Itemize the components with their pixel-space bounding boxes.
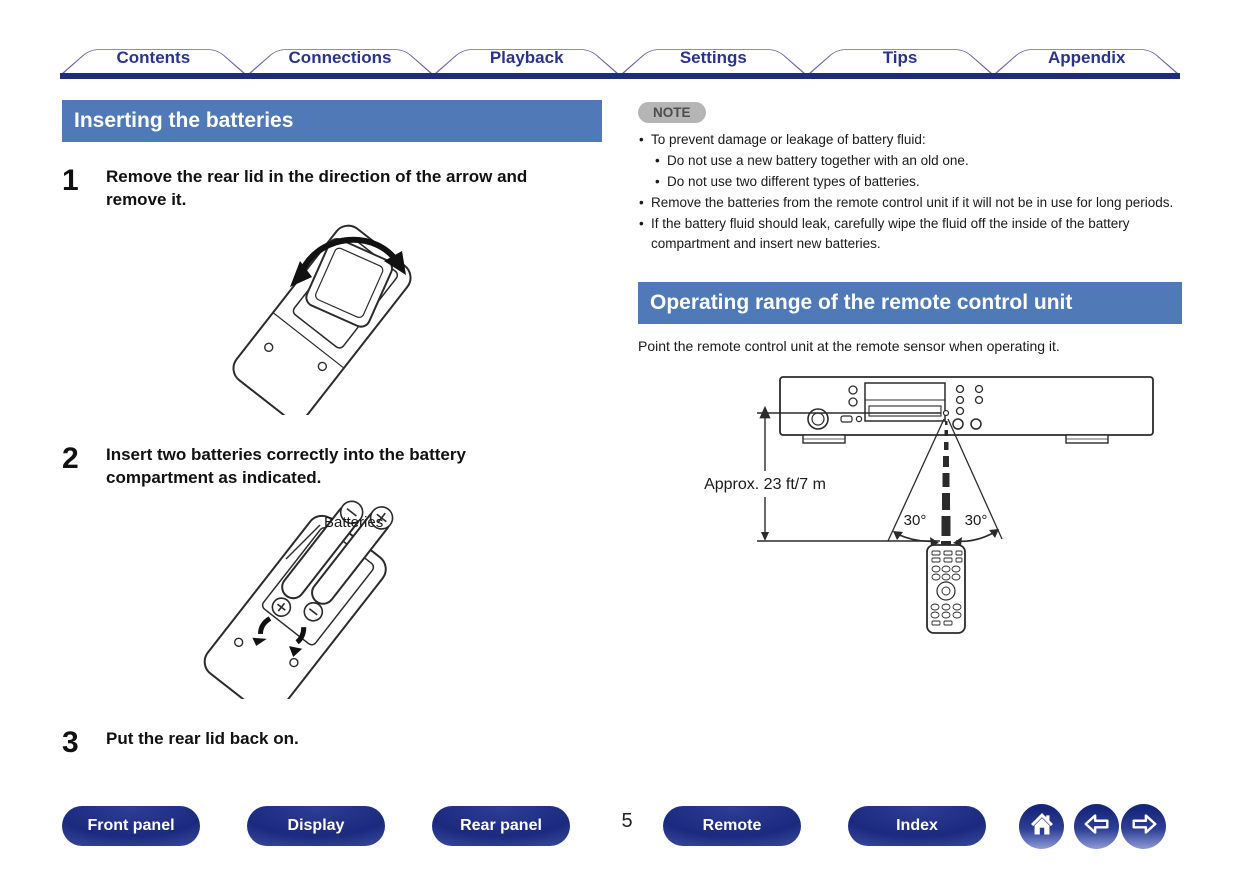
note-badge: NOTE	[638, 102, 706, 123]
section-inserting-batteries: Inserting the batteries 1 Remove the rea…	[62, 100, 602, 758]
tab-appendix[interactable]: Appendix	[994, 37, 1179, 74]
note-item: If the battery fluid should leak, carefu…	[638, 214, 1182, 254]
step-number: 3	[62, 726, 79, 760]
note-subitem: Do not use two different types of batter…	[654, 172, 1182, 192]
forward-button[interactable]	[1121, 804, 1166, 849]
tab-contents[interactable]: Contents	[61, 37, 246, 74]
back-arrow-icon	[1082, 809, 1112, 844]
note-item: Remove the batteries from the remote con…	[638, 193, 1182, 213]
section-heading-operating-range: Operating range of the remote control un…	[638, 281, 1182, 325]
page-title: Inserting the batteries	[62, 100, 602, 143]
distance-label: Approx. 23 ft/7 m	[704, 476, 826, 493]
remote-button[interactable]: Remote	[663, 806, 801, 846]
angle-right-label: 30°	[965, 512, 988, 529]
step-number: 2	[62, 442, 79, 476]
step-text: Put the rear lid back on.	[106, 729, 299, 749]
tab-label: Tips	[882, 47, 918, 67]
step-2: 2 Insert two batteries correctly into th…	[62, 444, 602, 489]
step-1: 1 Remove the rear lid in the direction o…	[62, 166, 602, 211]
nav-divider	[60, 73, 1180, 79]
illustration-operating-range: Approx. 23 ft/7 m 30° 30°	[638, 369, 1182, 646]
step-text: Insert two batteries correctly into the …	[106, 445, 466, 487]
top-nav: Contents Connections Playback Settings T…	[60, 37, 1180, 74]
display-button[interactable]: Display	[247, 806, 385, 846]
tab-label: Playback	[489, 47, 564, 67]
tab-label: Settings	[679, 47, 747, 67]
back-button[interactable]	[1074, 804, 1119, 849]
batteries-label: Batteries	[324, 514, 383, 531]
home-icon	[1028, 810, 1056, 843]
tab-label: Contents	[116, 47, 191, 67]
rear-panel-button[interactable]: Rear panel	[432, 806, 570, 846]
note-list: To prevent damage or leakage of battery …	[638, 130, 1182, 254]
index-button[interactable]: Index	[848, 806, 986, 846]
home-button[interactable]	[1019, 804, 1064, 849]
page-number: 5	[621, 810, 633, 832]
step-text: Remove the rear lid in the direction of …	[106, 167, 528, 209]
angle-left-label: 30°	[904, 512, 927, 529]
forward-arrow-icon	[1129, 809, 1159, 844]
tab-tips[interactable]: Tips	[808, 37, 993, 74]
front-panel-button[interactable]: Front panel	[62, 806, 200, 846]
illustration-remove-rear-lid	[180, 219, 602, 422]
tab-playback[interactable]: Playback	[434, 37, 619, 74]
section-operating-range: NOTE To prevent damage or leakage of bat…	[638, 100, 1182, 646]
tab-settings[interactable]: Settings	[621, 37, 806, 74]
operating-range-text: Point the remote control unit at the rem…	[638, 338, 1060, 355]
note-item: To prevent damage or leakage of battery …	[638, 130, 1182, 150]
tab-connections[interactable]: Connections	[248, 37, 433, 74]
tab-label: Appendix	[1047, 47, 1126, 67]
illustration-insert-batteries: Batteries	[174, 493, 602, 716]
tab-label: Connections	[288, 47, 392, 67]
step-number: 1	[62, 164, 79, 198]
note-subitem: Do not use a new battery together with a…	[654, 151, 1182, 171]
step-3: 3 Put the rear lid back on.	[62, 728, 602, 758]
